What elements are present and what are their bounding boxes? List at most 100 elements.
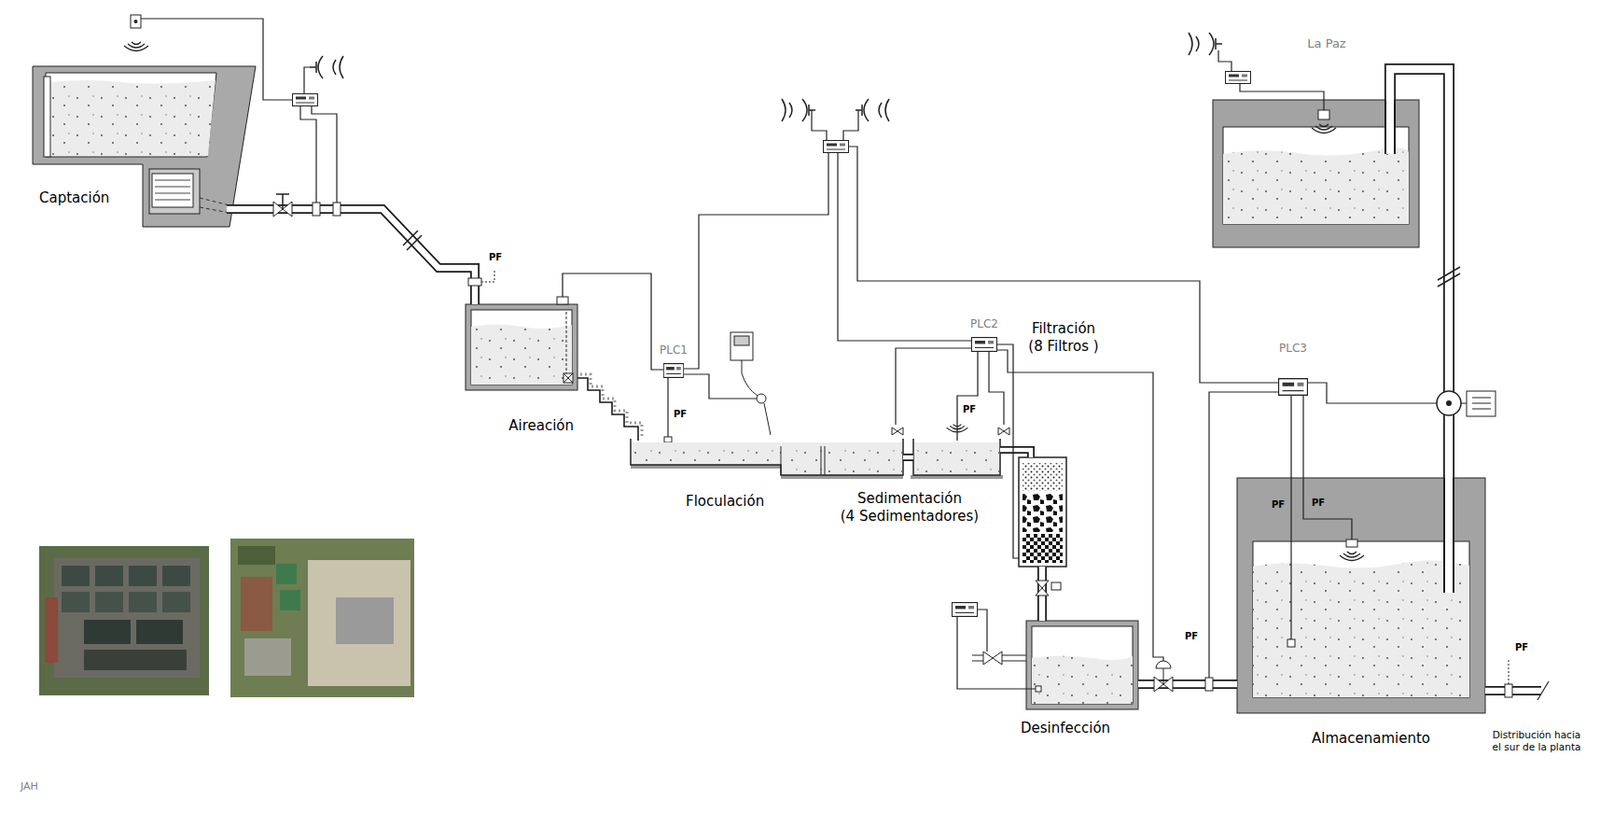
stage-label: Floculación <box>685 492 765 511</box>
flow-marker-lead <box>481 270 495 282</box>
storage-tank-drawing <box>1237 477 1486 713</box>
signal-wire <box>1290 477 1292 640</box>
plant-photo <box>95 565 124 586</box>
filter-drawing <box>1018 457 1067 567</box>
intake-basin-drawing <box>154 180 191 200</box>
flocculation-channel-drawing <box>630 438 904 479</box>
probe <box>1287 639 1295 647</box>
chemical-dosing <box>741 360 758 396</box>
chlorine-dosing <box>957 616 1036 689</box>
storage-tank-drawing <box>1443 477 1455 593</box>
plc-box <box>972 337 998 352</box>
level-sensor <box>1339 551 1364 561</box>
label-anchor: PF <box>1311 497 1325 510</box>
stage-label: PLC3 <box>1279 341 1308 356</box>
storage-tank-drawing <box>1252 559 1470 697</box>
distribution-pipe <box>1485 687 1542 695</box>
signal-wire <box>843 110 859 140</box>
disinfection-tank-drawing <box>1031 626 1133 704</box>
plant-photo <box>61 565 90 586</box>
aeration-tank-drawing <box>471 309 572 385</box>
plc-unit: PLC3 <box>1278 377 1308 396</box>
control-valve <box>891 427 1010 435</box>
connector-group <box>1138 683 1238 685</box>
signal-wire <box>1209 382 1437 678</box>
storage-tank: Almacenamiento <box>1237 477 1486 713</box>
pipe <box>1000 449 1031 458</box>
elevated-tank-drawing <box>1384 99 1396 154</box>
storage-tank-drawing <box>1252 541 1470 697</box>
plant-photo <box>128 591 157 613</box>
sedimentation-basin: Sedimentación(4 Sedimentadores) <box>913 440 1001 475</box>
gate-valve <box>276 194 290 209</box>
elevated-tank-drawing <box>1212 99 1420 248</box>
signal-wire <box>811 110 827 140</box>
control-wire <box>562 273 664 370</box>
chlorine-dosing <box>952 602 1043 692</box>
pipe <box>226 208 475 305</box>
radio-transmitter <box>1225 71 1252 84</box>
disinfection-tank-drawing <box>1026 620 1139 710</box>
connector-group <box>903 457 914 459</box>
aeration-tank-drawing <box>471 324 572 386</box>
pipe <box>903 453 914 461</box>
plant-photo <box>230 538 415 697</box>
control-valve <box>1163 667 1165 684</box>
label-anchor: PF <box>488 251 502 265</box>
flow-meter <box>1205 677 1213 691</box>
plant-photo <box>230 538 415 697</box>
connector-group <box>1291 395 1293 478</box>
plc-unit: PLC1 <box>663 362 684 378</box>
stage-sublabel: (4 Sedimentadores) <box>840 507 979 526</box>
signal-wire <box>140 18 293 100</box>
control-valve <box>1035 580 1049 596</box>
plant-photo <box>54 557 200 678</box>
pipe <box>1138 679 1238 689</box>
signal-wire <box>683 374 757 399</box>
plant-photo <box>162 565 191 586</box>
flow-point-tag: PF <box>1184 630 1198 643</box>
stage-label: Filtración <box>1031 320 1096 338</box>
plant-photo <box>307 559 411 686</box>
plant-photo <box>83 649 187 670</box>
radio-transmitter <box>292 94 319 107</box>
connector-group <box>577 377 639 441</box>
flocculation-channel-drawing <box>780 445 825 475</box>
intake-basin-drawing <box>51 80 216 156</box>
intake-basin-drawing <box>32 66 256 227</box>
chemical-dosing <box>756 393 766 404</box>
flocculation-channel-drawing <box>631 442 781 465</box>
stage-label: Desinfección <box>1020 719 1111 738</box>
stage-label: PLC1 <box>659 343 688 358</box>
level-sensor <box>134 19 139 24</box>
plc-box <box>1279 378 1308 396</box>
filter-drawing <box>1022 462 1063 491</box>
control-valve <box>998 427 1010 435</box>
plc-box <box>663 363 683 378</box>
sedimentation-basin-drawing <box>913 438 1001 475</box>
storage-tank-drawing <box>1445 477 1453 593</box>
flocculation-channel: Floculación <box>630 440 904 475</box>
plant-photo <box>335 597 394 644</box>
control-wire <box>957 351 978 441</box>
aeration-tank-drawing <box>563 373 573 383</box>
plant-photo <box>244 638 292 676</box>
control-valve <box>1154 660 1173 692</box>
signal-wire <box>1307 382 1437 404</box>
plant-photo <box>279 589 301 611</box>
stage-label: La Paz <box>1307 36 1346 52</box>
pump <box>1436 390 1496 417</box>
flow-point-tag: PF <box>1271 499 1285 512</box>
level-sensor <box>1318 110 1330 120</box>
signal-wire <box>1218 50 1324 111</box>
pipe-bore <box>1000 449 1031 458</box>
filter-drawing <box>1022 492 1063 532</box>
connector-group <box>562 273 664 370</box>
pipe <box>1390 69 1449 478</box>
chemical-dosing <box>730 332 771 435</box>
signal-wire <box>667 110 1279 439</box>
aeration-tank-drawing <box>465 304 578 390</box>
plant-photo <box>61 591 90 613</box>
chemical-dosing <box>730 332 753 361</box>
stage-label: Captación <box>39 189 110 208</box>
